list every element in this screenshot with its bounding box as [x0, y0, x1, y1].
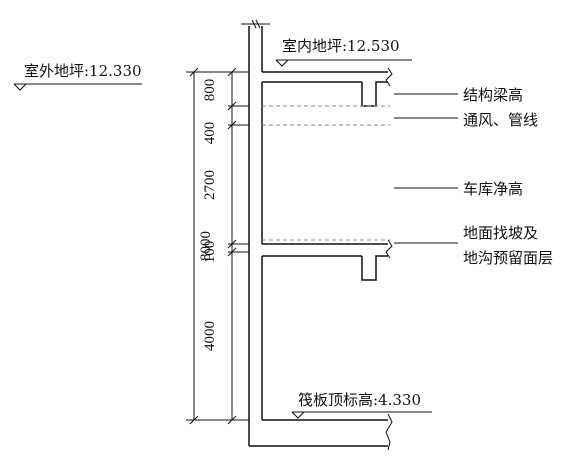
- lower-dimension-text: 4000: [202, 321, 218, 351]
- slope-dimension-text: 100: [202, 241, 218, 264]
- raft-level-marker: [291, 411, 305, 419]
- middle-beam: [361, 255, 388, 281]
- wall-break-mark: [241, 19, 270, 29]
- upper-beam: [361, 81, 388, 107]
- trench-reserve-callout: 地沟预留面层: [463, 249, 553, 267]
- beam-dimension-text: 800: [202, 79, 218, 102]
- floor-slope-callout: 地面找坡及: [463, 224, 538, 242]
- indoor-level-marker: [275, 59, 289, 67]
- outdoor-elevation-label: 室外地坪:12.330: [24, 62, 142, 80]
- vent-dimension-text: 400: [202, 122, 218, 145]
- total-dimension-text: 8000: [198, 231, 214, 261]
- raft-elevation-label: 筏板顶标高:4.330: [298, 391, 421, 409]
- clear-dimension-text: 2700: [202, 170, 218, 200]
- garage-clear-height-callout: 车库净高: [463, 180, 523, 198]
- upper-slab-break: [385, 67, 393, 87]
- ventilation-callout: 通风、管线: [463, 111, 538, 129]
- raft-break: [385, 413, 393, 451]
- beam-height-callout: 结构梁高: [463, 86, 523, 104]
- indoor-elevation-label: 室内地坪:12.530: [282, 37, 400, 55]
- total-dimension-ticks: [189, 67, 199, 425]
- middle-slab-break: [385, 239, 393, 259]
- outdoor-level-marker: [13, 83, 27, 91]
